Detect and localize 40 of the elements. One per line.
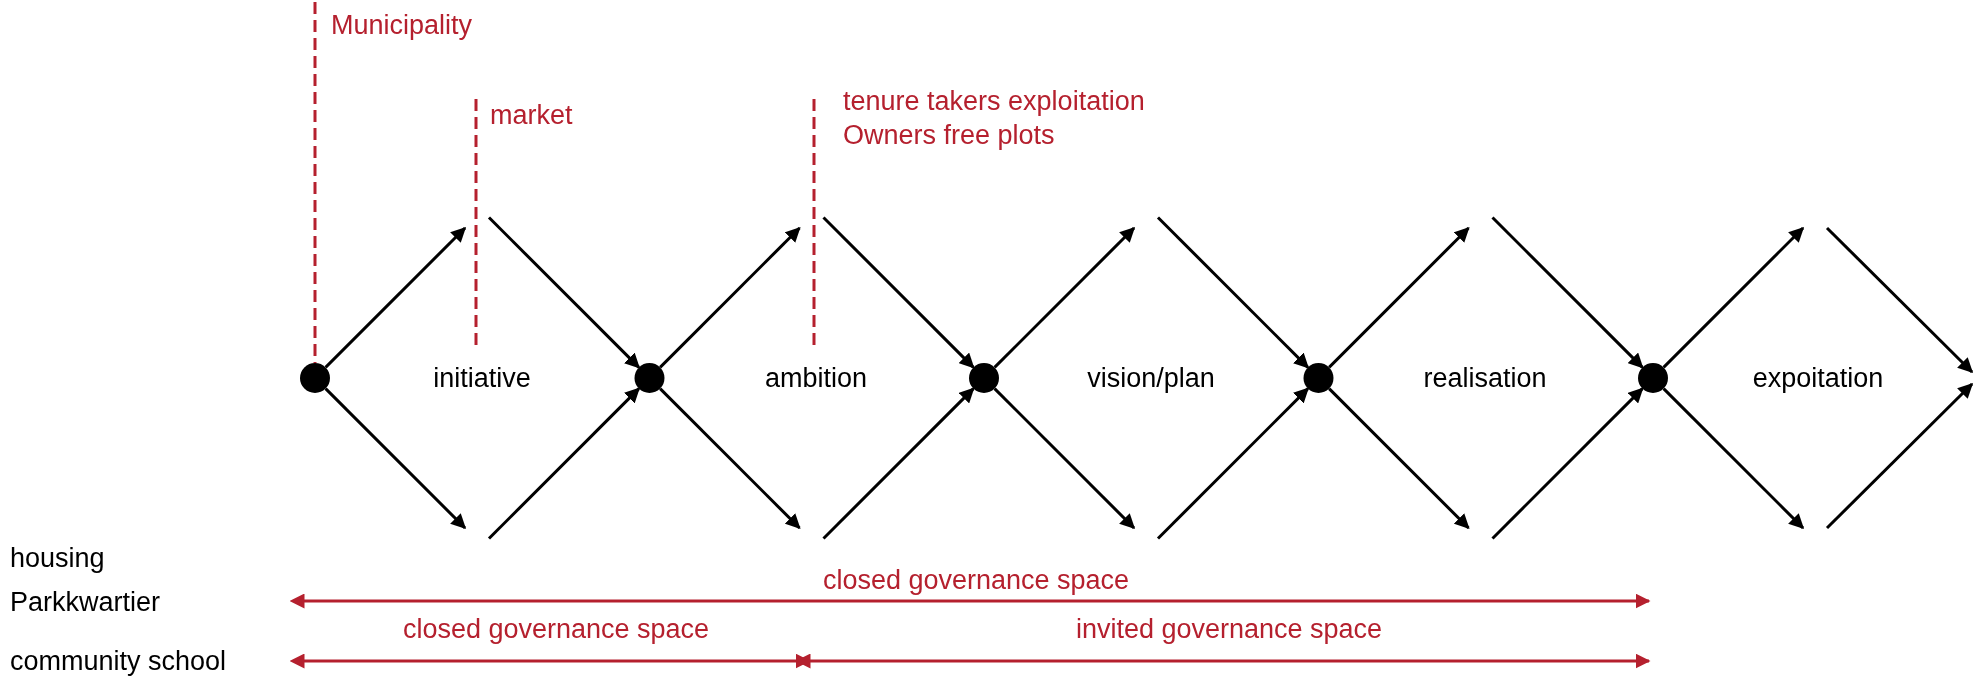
phase-label: expoitation — [1752, 362, 1884, 395]
arrow — [659, 387, 801, 530]
arrow — [1156, 387, 1309, 540]
phase-label: realisation — [1423, 362, 1547, 395]
arrow — [993, 226, 1136, 369]
dashed-line — [313, 2, 317, 363]
milestone-dot — [1638, 363, 1668, 393]
arrow — [487, 216, 640, 369]
span-label: closed governance space — [402, 613, 710, 646]
dashed-line — [474, 99, 478, 347]
phase-label: vision/plan — [1087, 362, 1215, 395]
arrow — [1491, 387, 1644, 540]
span-label: closed governance space — [822, 564, 1130, 597]
arrow — [1156, 216, 1309, 369]
arrow — [822, 387, 975, 540]
arrow — [1662, 387, 1805, 530]
arrow — [1662, 226, 1805, 369]
arrow — [993, 387, 1136, 530]
stakeholder-label: tenure takers exploitation — [843, 85, 1145, 118]
milestone-dot — [1303, 363, 1334, 393]
milestone-dot — [634, 363, 665, 393]
row-label: community school — [10, 645, 227, 678]
span-label: invited governance space — [1075, 613, 1383, 646]
dashed-line — [812, 99, 816, 347]
arrow — [822, 216, 975, 369]
phase-label: initiative — [433, 362, 531, 395]
arrow — [1328, 226, 1470, 369]
milestone-dot — [969, 363, 999, 393]
stakeholder-label: Owners free plots — [843, 119, 1056, 152]
arrow — [1491, 216, 1644, 369]
phase-label: ambition — [764, 362, 868, 395]
arrow — [1328, 387, 1470, 530]
arrow — [324, 226, 467, 369]
row-label: housing Parkkwartier — [10, 542, 162, 619]
milestone-dot — [300, 363, 330, 393]
arrow — [324, 387, 467, 530]
arrow — [487, 387, 640, 540]
stakeholder-label: Municipality — [331, 9, 473, 42]
stakeholder-label: market — [490, 99, 573, 132]
arrow — [659, 226, 801, 369]
